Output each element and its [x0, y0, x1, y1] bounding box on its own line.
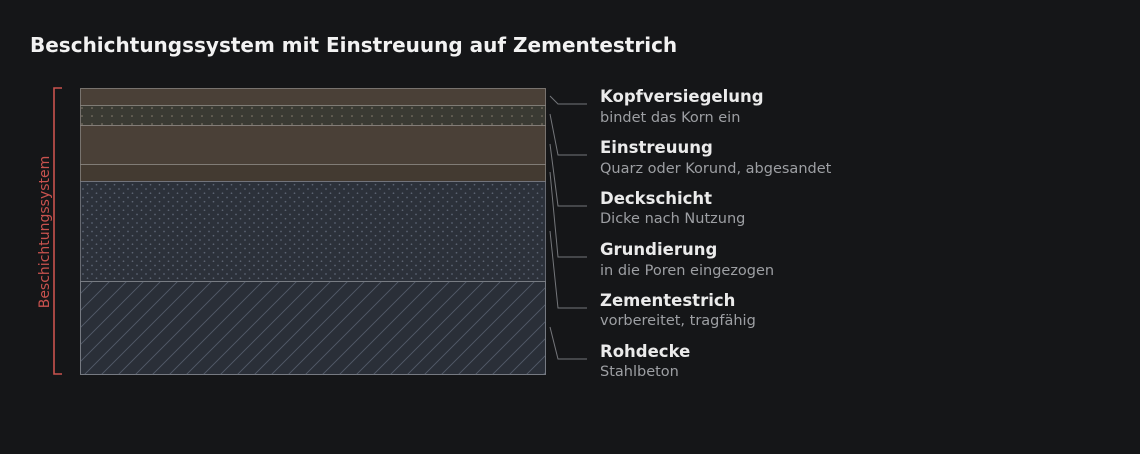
- label-name-deckschicht: Deckschicht: [600, 189, 712, 208]
- layer-rohdecke-texture: [80, 281, 546, 375]
- label-name-einstreuung: Einstreuung: [600, 138, 713, 157]
- label-desc-zementestrich: vorbereitet, tragfähig: [600, 313, 756, 329]
- bracket-label: Beschichtungssystem: [37, 156, 53, 309]
- layer-zementestrich-texture: [80, 181, 546, 282]
- leader-line-zementestrich: [549, 230, 587, 309]
- label-name-kopfversiegelung: Kopfversiegelung: [600, 87, 764, 106]
- label-desc-rohdecke: Stahlbeton: [600, 364, 679, 380]
- leader-line-rohdecke: [549, 326, 587, 360]
- label-desc-grundierung: in die Poren eingezogen: [600, 263, 774, 279]
- label-name-rohdecke: Rohdecke: [600, 342, 690, 361]
- layer-labels: Kopfversiegelung bindet das Korn ein Ein…: [600, 87, 832, 380]
- layer-deckschicht: [80, 125, 546, 165]
- label-desc-einstreuung: Quarz oder Korund, abgesandet: [600, 161, 832, 177]
- label-name-zementestrich: Zementestrich: [600, 291, 735, 310]
- leader-line-deckschicht: [549, 143, 587, 207]
- layer-kopfversiegelung: [80, 88, 546, 106]
- leader-line-kopfversiegelung: [549, 95, 587, 105]
- label-desc-deckschicht: Dicke nach Nutzung: [600, 211, 745, 227]
- bracket-line: [53, 87, 62, 375]
- label-name-grundierung: Grundierung: [600, 240, 717, 259]
- layer-stack: [80, 88, 546, 375]
- layer-einstreuung-texture: [80, 105, 546, 126]
- diagram-title: Beschichtungssystem mit Einstreuung auf …: [30, 33, 678, 57]
- leader-lines: [549, 95, 587, 360]
- leader-line-einstreuung: [549, 113, 587, 156]
- layer-grundierung: [80, 164, 546, 182]
- label-desc-kopfversiegelung: bindet das Korn ein: [600, 110, 740, 126]
- leader-line-grundierung: [549, 171, 587, 258]
- system-bracket: Beschichtungssystem: [37, 87, 62, 375]
